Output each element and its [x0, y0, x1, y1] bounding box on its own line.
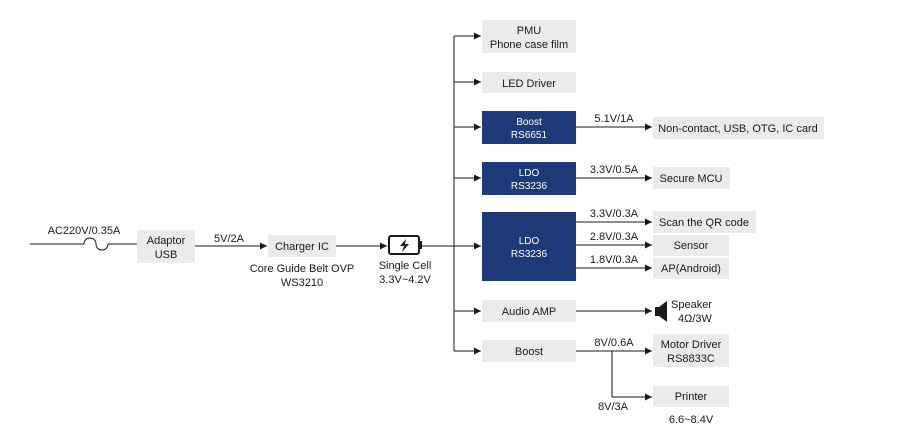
- speaker-rating: 4Ω/3W: [678, 313, 713, 325]
- boost-rs6651-part: RS6651: [511, 130, 548, 141]
- ap-android-block: AP(Android): [653, 258, 729, 279]
- pmu-label: PMU: [517, 25, 542, 37]
- printer-block: Printer: [653, 386, 729, 407]
- boost-rs6651-rail: 5.1V/1A: [594, 113, 634, 125]
- pmu-block: PMU Phone case film: [482, 20, 576, 53]
- ap-android-label: AP(Android): [661, 263, 721, 275]
- adaptor-label: Adaptor: [147, 235, 186, 247]
- speaker-icon: [655, 301, 667, 322]
- battery-block: Single Cell 3.3V~4.2V: [379, 235, 432, 286]
- fuse-symbol: [83, 237, 109, 251]
- ac-input-label: AC220V/0.35A: [48, 225, 121, 237]
- printer-range: 6.6~8.4V: [669, 414, 714, 426]
- ldo2-rail-qr: 3.3V/0.3A: [590, 208, 639, 220]
- motor-driver-label: Motor Driver: [661, 339, 722, 351]
- bolt-icon: [400, 239, 409, 252]
- secure-mcu-block: Secure MCU: [653, 167, 730, 189]
- ldo1-rail: 3.3V/0.5A: [590, 164, 639, 176]
- sensor-block: Sensor: [653, 235, 729, 256]
- battery-range: 3.3V~4.2V: [379, 274, 431, 286]
- boost-rs6651-label: Boost: [516, 117, 542, 128]
- ldo2-label: LDO: [519, 236, 540, 247]
- battery-label: Single Cell: [379, 260, 432, 272]
- qr-scan-block: Scan the QR code: [653, 211, 756, 233]
- ldo2-block: LDO RS3236: [482, 212, 576, 281]
- motor-driver-block: Motor Driver RS8833C: [653, 334, 729, 367]
- noncontact-usb-block: Non-contact, USB, OTG, IC card: [653, 117, 824, 139]
- led-driver-label: LED Driver: [502, 78, 556, 90]
- adaptor-sub-label: USB: [155, 249, 178, 261]
- ldo2-rail-ap: 1.8V/0.3A: [590, 254, 639, 266]
- charger-label: Charger IC: [275, 241, 329, 253]
- charger-part: WS3210: [281, 277, 323, 289]
- ldo2-rail-sensor: 2.8V/0.3A: [590, 231, 639, 243]
- noncontact-usb-label: Non-contact, USB, OTG, IC card: [658, 123, 818, 135]
- link-5v-label: 5V/2A: [214, 233, 245, 245]
- speaker-label: Speaker: [671, 299, 712, 311]
- printer-label: Printer: [675, 391, 708, 403]
- ldo1-part: RS3236: [511, 181, 548, 192]
- motor-driver-part: RS8833C: [667, 353, 715, 365]
- pmu-sub-label: Phone case film: [490, 39, 568, 51]
- charger-note: Core Guide Belt OVP: [250, 263, 355, 275]
- adaptor-block: Adaptor USB: [137, 230, 195, 263]
- ldo1-block: LDO RS3236: [482, 162, 576, 195]
- ldo1-label: LDO: [519, 168, 540, 179]
- printer-rail: 8V/3A: [598, 401, 629, 413]
- secure-mcu-label: Secure MCU: [660, 173, 723, 185]
- audio-amp-label: Audio AMP: [502, 306, 556, 318]
- ac-input: AC220V/0.35A: [30, 225, 137, 251]
- boost-rs6651-block: Boost RS6651: [482, 111, 576, 144]
- charger-block: Charger IC Core Guide Belt OVP WS3210: [250, 235, 355, 289]
- sensor-label: Sensor: [674, 240, 709, 252]
- ldo2-part: RS3236: [511, 249, 548, 260]
- boost2-label: Boost: [515, 346, 543, 358]
- boost2-block: Boost: [482, 340, 576, 362]
- qr-scan-label: Scan the QR code: [659, 217, 749, 229]
- audio-amp-block: Audio AMP: [482, 300, 576, 322]
- led-driver-block: LED Driver: [482, 72, 576, 93]
- boost2-rail: 8V/0.6A: [594, 337, 634, 349]
